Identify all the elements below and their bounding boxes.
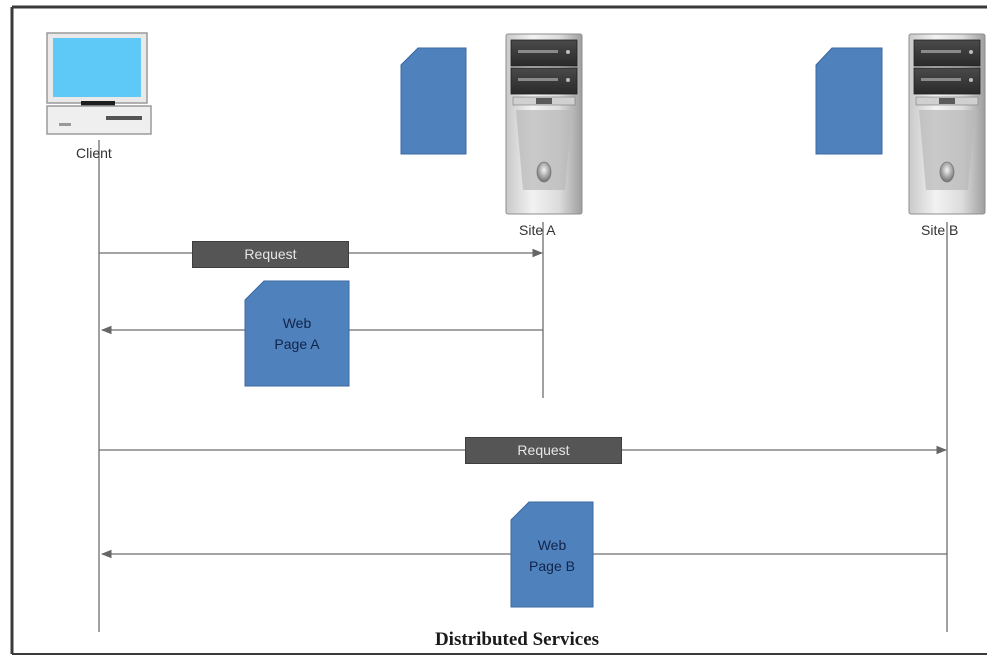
- site-a-document-icon: [400, 47, 467, 155]
- web-page-b-document-icon: [510, 501, 594, 608]
- diagram-frame: [10, 5, 987, 655]
- web-page-a-document-icon: [244, 280, 350, 387]
- site-b-server-icon: [908, 33, 986, 215]
- site-b-document-icon: [815, 47, 883, 155]
- web-page-b-label: Web Page B: [529, 537, 575, 574]
- client-label: Client: [76, 145, 112, 161]
- diagram-caption: Distributed Services: [434, 629, 600, 650]
- site-a-server-icon: [505, 33, 583, 215]
- web-page-a-label: Web Page A: [274, 315, 320, 352]
- computer-icon: [46, 32, 152, 135]
- site-a-label: Site A: [519, 222, 556, 238]
- site-b-label: Site B: [921, 222, 959, 238]
- request-b-label: Request: [465, 437, 622, 464]
- request-a-label: Request: [192, 241, 349, 268]
